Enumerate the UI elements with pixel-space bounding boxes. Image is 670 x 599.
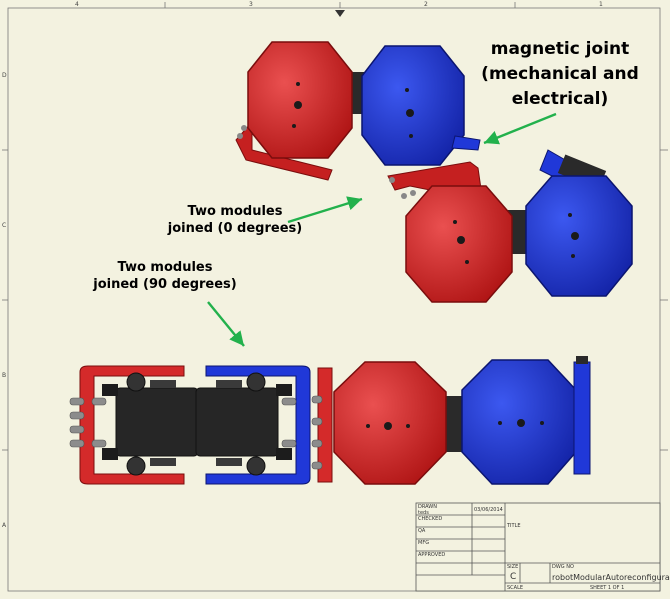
annotation-line: Two modules	[117, 260, 213, 275]
arrow-joined-0	[287, 196, 363, 224]
annotation-line: electrical)	[511, 89, 609, 109]
zone-label: C	[2, 222, 7, 229]
tb-scale-label: SCALE	[507, 585, 524, 591]
annotation-line: joined (0 degrees)	[167, 221, 303, 236]
tb-size-label: SIZE	[507, 564, 519, 570]
tb-row-label: QA	[418, 528, 426, 534]
annotation-line: magnetic joint	[490, 39, 630, 59]
joined-90-annotation: Two modules joined (90 degrees)	[90, 259, 240, 293]
tb-row-label: CHECKED	[418, 516, 443, 522]
zone-label: D	[2, 72, 7, 79]
zone-label: 4	[75, 1, 79, 8]
magnetic-joint-annotation: magnetic joint (mechanical and electrica…	[470, 37, 650, 112]
tb-sheet: SHEET 1 OF 1	[590, 585, 625, 591]
servo-module-pair	[69, 365, 311, 485]
middle-module-pair	[387, 149, 633, 303]
title-block	[415, 502, 661, 592]
zone-label: A	[2, 522, 7, 529]
zone-label: 2	[424, 1, 428, 8]
tb-row-label: APPROVED	[418, 552, 446, 558]
tb-date: 03/06/2014	[474, 507, 503, 513]
annotation-line: Two modules	[187, 204, 283, 219]
joined-0-annotation: Two modules joined (0 degrees)	[160, 203, 310, 237]
drawing-border	[2, 2, 668, 592]
tb-size-value: C	[510, 572, 517, 582]
zone-label: 1	[599, 1, 603, 8]
annotation-line: (mechanical and	[481, 64, 639, 84]
bottom-module-pair	[311, 356, 591, 485]
tb-drawn-by: teds	[418, 510, 429, 516]
zone-label: 3	[249, 1, 253, 8]
arrow-joined-90	[207, 301, 245, 347]
tb-title-label: TITLE	[507, 523, 521, 529]
tb-dwg-label: DWG NO	[552, 564, 574, 570]
tb-dwg-value: robotModularAutoreconfigurable	[552, 573, 670, 582]
tb-row-label: DRAWN	[418, 504, 437, 510]
tb-row-label: MFG	[418, 540, 430, 546]
zone-label: B	[2, 372, 7, 379]
annotation-line: joined (90 degrees)	[93, 277, 237, 292]
top-module-pair	[235, 41, 481, 181]
arrow-magnetic-joint	[483, 112, 557, 145]
